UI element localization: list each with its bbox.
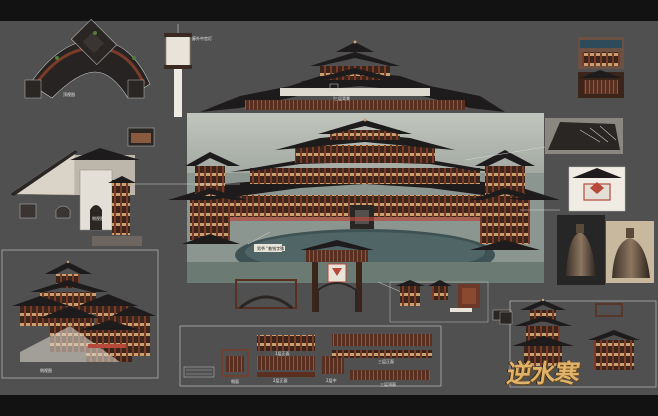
side-elevation-wall [9,127,155,246]
elements-sheet-frame [179,325,442,387]
label-top-view: 顶视图 [63,92,75,97]
label-third-floor-top: 三层顶面 [380,382,396,387]
lantern-icon [164,24,192,117]
reference-photos-top [545,37,626,212]
third-floor-back-elevation [200,42,505,112]
label-side-view: 侧视图 [92,216,104,221]
label-side-perspective: 侧视图 [40,368,52,373]
tower-sheet-frame [509,300,657,388]
label-sign-title: 男爷 "着钱字殊 [256,246,286,251]
detail-parts [389,280,512,323]
label-hanging-lamp: 廊外中宫灯 [192,36,212,41]
tower-perspective [12,262,156,362]
label-third-floor-back: 三层背景 [334,96,350,101]
label-second-middle: 2层中 [326,378,337,383]
bronze-bell-icon [557,215,654,285]
label-third-floor-facade: 三层正面 [378,359,394,364]
game-logo: 逆水寒 [504,359,581,388]
elements-sheet [183,334,432,380]
label-first-floor-facade: 1层正面 [275,351,290,356]
right-pavilion [470,150,548,250]
tower-perspective-frame [1,249,159,379]
tower-elevation-right [499,300,640,370]
label-second-floor-facade: 2层正面 [273,378,288,383]
top-view-plan [24,18,151,99]
roof-ornament-icon [66,40,545,302]
main-hall [168,120,560,229]
label-gate-front: 侧面 [231,379,239,384]
left-pavilion [178,152,246,244]
